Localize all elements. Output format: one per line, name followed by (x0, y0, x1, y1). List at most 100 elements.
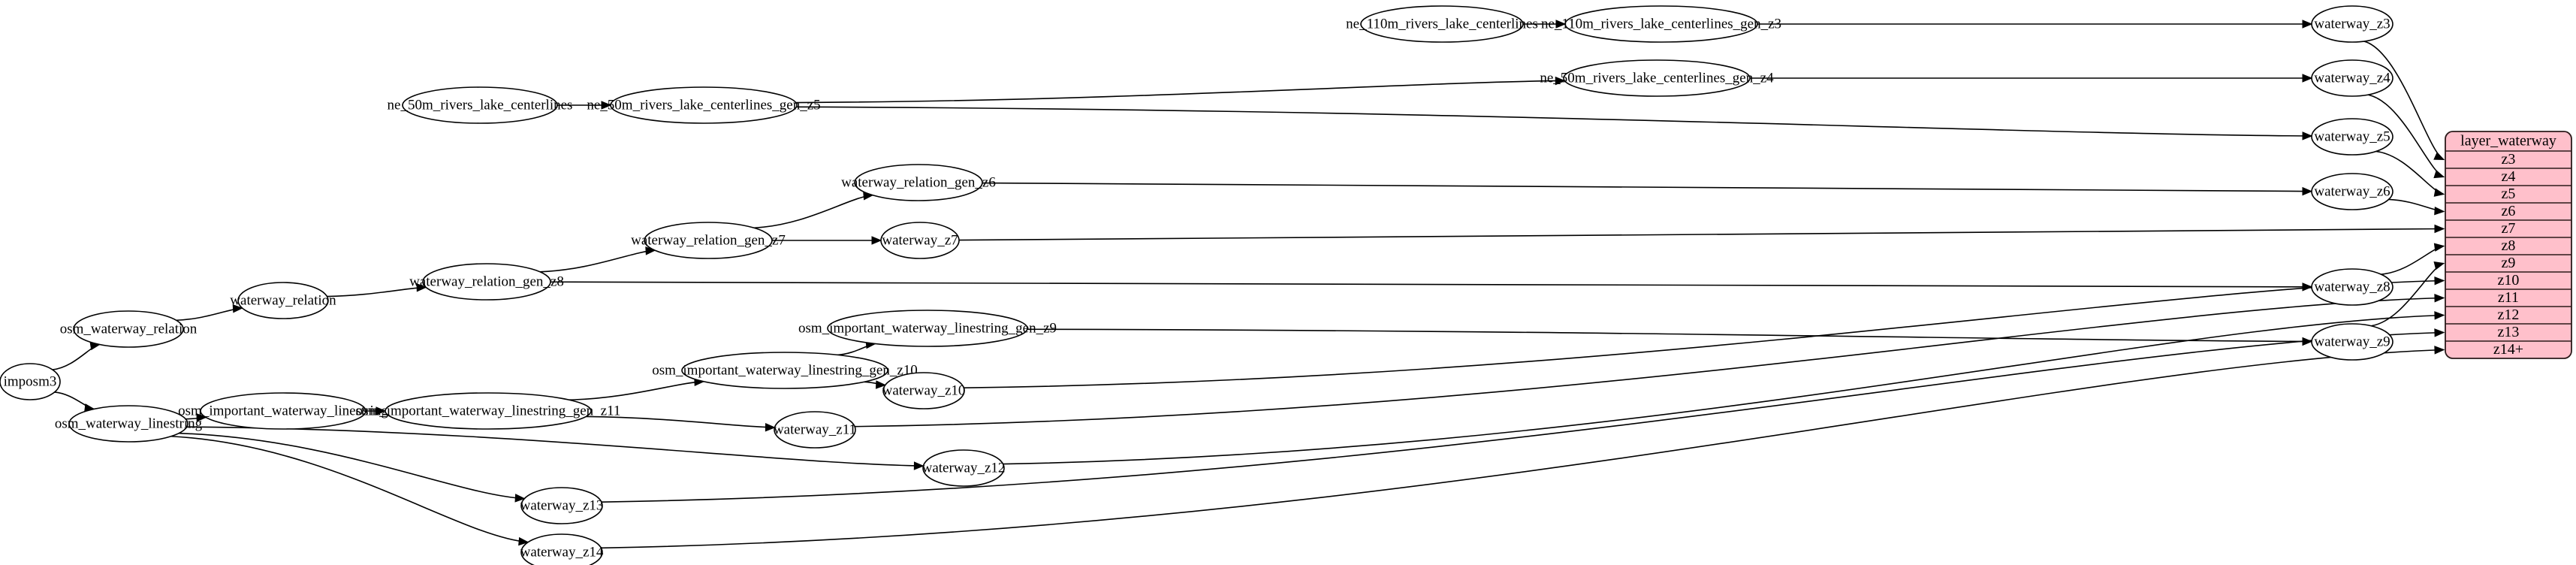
edge-arrowhead (2434, 224, 2445, 234)
graph-node-waterway_relation_gen_z8[interactable]: waterway_relation_gen_z8 (409, 263, 564, 301)
node-ellipse (73, 310, 184, 348)
edge-arrowhead (2433, 170, 2445, 179)
graph-node-osm_important_waterway_linestring[interactable]: osm_important_waterway_linestring (178, 392, 388, 430)
graph-edge (601, 349, 2445, 549)
edge-arrowhead (2434, 311, 2445, 320)
graph-edge (1003, 314, 2445, 465)
node-ellipse (1563, 59, 1751, 97)
edge-arrowhead (871, 236, 882, 245)
node-ellipse (385, 392, 592, 430)
graph-node-osm_waterway_relation[interactable]: osm_waterway_relation (60, 310, 198, 348)
edge-arrowhead (1555, 20, 1567, 29)
node-ellipse (2311, 5, 2394, 43)
edge-arrowhead (2434, 328, 2445, 337)
edge-arrowhead (2302, 74, 2313, 83)
graph-edge (958, 228, 2445, 241)
edge-arrowhead (2434, 206, 2445, 216)
node-ellipse (2311, 268, 2394, 306)
graph-node-waterway_z13[interactable]: waterway_z13 (520, 487, 604, 524)
edge-arrowhead (765, 422, 776, 432)
graph-node-waterway_z8[interactable]: waterway_z8 (2311, 268, 2394, 306)
graph-node-imposm3[interactable]: imposm3 (0, 363, 61, 400)
edge-arrowhead (913, 461, 925, 470)
graph-node-ne_50m_rivers_lake_centerlines[interactable]: ne_50m_rivers_lake_centerlines (388, 86, 573, 124)
edge-arrowhead (416, 283, 427, 292)
graph-edge (964, 279, 2445, 388)
edge-arrowhead (2434, 294, 2445, 303)
edge-arrowhead (1555, 76, 1566, 86)
node-ellipse (854, 164, 983, 201)
graph-node-waterway_z10[interactable]: waterway_z10 (882, 372, 966, 409)
graph-node-waterway_z14[interactable]: waterway_z14 (520, 533, 604, 565)
graph-node-ne_50m_rivers_lake_centerlines_gen_z4[interactable]: ne_50m_rivers_lake_centerlines_gen_z4 (1540, 59, 1774, 97)
graph-edge (539, 249, 656, 273)
graph-edge (796, 106, 2312, 137)
graph-node-waterway_z3[interactable]: waterway_z3 (2311, 5, 2394, 43)
node-ellipse (880, 222, 960, 259)
graph-node-ne_110m_rivers_lake_centerlines[interactable]: ne_110m_rivers_lake_centerlines (1346, 5, 1538, 43)
edge-arrowhead (875, 380, 886, 389)
graph-node-waterway_z11[interactable]: waterway_z11 (774, 411, 856, 449)
graph-edge (795, 80, 1565, 104)
node-ellipse (922, 449, 1005, 487)
graph-edge (176, 307, 243, 322)
node-ellipse (237, 282, 329, 319)
node-ellipse (200, 392, 366, 430)
node-ellipse (774, 411, 856, 449)
graph-node-ne_50m_rivers_lake_centerlines_gen_z5[interactable]: ne_50m_rivers_lake_centerlines_gen_z5 (587, 86, 821, 124)
graph-node-waterway_z6[interactable]: waterway_z6 (2311, 173, 2394, 210)
node-ellipse (2311, 59, 2394, 97)
graph-edge (327, 286, 427, 298)
graph-node-waterway_z4[interactable]: waterway_z4 (2311, 59, 2394, 97)
edge-arrowhead (232, 304, 243, 313)
node-ellipse (1564, 5, 1758, 43)
graph-node-waterway_z7[interactable]: waterway_z7 (880, 222, 960, 259)
node-ellipse (422, 263, 551, 301)
node-ellipse (520, 487, 603, 524)
graph-edge (569, 380, 704, 401)
node-ellipse (644, 222, 773, 259)
node-ellipse (0, 363, 61, 400)
edge-arrowhead (2433, 243, 2445, 252)
graph-node-waterway_z12[interactable]: waterway_z12 (922, 449, 1006, 487)
layer-table-frame (2445, 131, 2572, 359)
node-ellipse (68, 405, 189, 443)
graph-edge (179, 432, 525, 500)
graph-edge (170, 435, 529, 543)
edge-arrowhead (2302, 186, 2313, 196)
edge-arrowhead (2433, 152, 2445, 161)
node-ellipse (1360, 5, 1524, 43)
edge-arrowhead (518, 536, 529, 546)
node-ellipse (827, 310, 1028, 347)
edge-arrowhead (2302, 282, 2313, 292)
graph-node-osm_important_waterway_linestring_gen_z9[interactable]: osm_important_waterway_linestring_gen_z9 (798, 310, 1057, 347)
node-ellipse (681, 352, 888, 389)
layer-waterway-table: layer_waterwayz3z4z5z6z7z8z9z10z11z12z13… (2445, 131, 2572, 359)
graph-edge (982, 182, 2312, 192)
graph-node-waterway_z9[interactable]: waterway_z9 (2311, 323, 2394, 361)
graph-edge (550, 281, 2312, 288)
edge-arrowhead (2434, 276, 2445, 286)
graph-node-waterway_z5[interactable]: waterway_z5 (2311, 118, 2394, 156)
node-ellipse (2311, 323, 2394, 361)
edge-arrowhead (2302, 20, 2313, 29)
graph-edge (601, 331, 2445, 503)
edge-arrowhead (2434, 346, 2445, 355)
edge-arrowhead (601, 101, 612, 110)
graph-node-waterway_relation[interactable]: waterway_relation (230, 282, 336, 319)
graph-edge (586, 415, 775, 428)
node-ellipse (520, 533, 603, 565)
node-ellipse (2311, 173, 2394, 210)
edge-arrowhead (196, 413, 207, 422)
graph-node-ne_110m_rivers_lake_centerlines_gen_z3[interactable]: ne_110m_rivers_lake_centerlines_gen_z3 (1541, 5, 1781, 43)
node-ellipse (882, 372, 965, 409)
node-ellipse (402, 86, 558, 124)
node-ellipse (610, 86, 798, 124)
edge-arrowhead (2433, 188, 2445, 197)
graph-edge (186, 426, 924, 467)
graph-node-osm_important_waterway_linestring_gen_z11[interactable]: osm_important_waterway_linestring_gen_z1… (356, 392, 621, 430)
graph-edge (855, 297, 2445, 428)
edge-arrowhead (2302, 131, 2313, 140)
